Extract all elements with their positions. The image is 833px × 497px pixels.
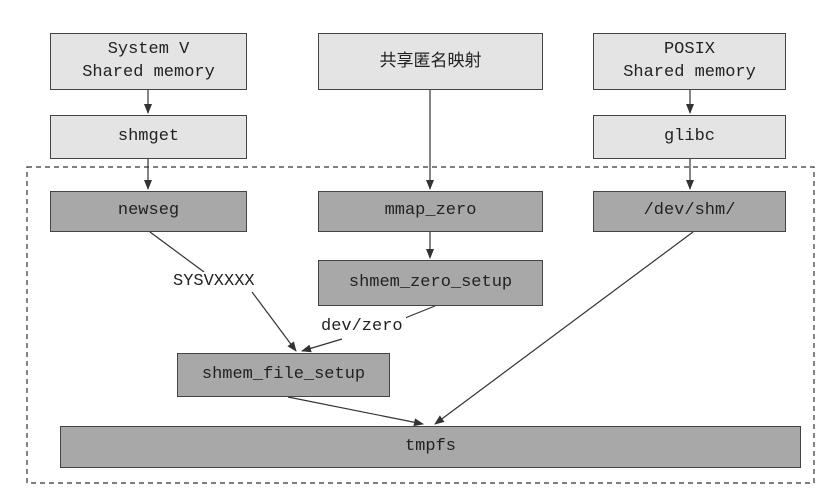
kernel-boundary (26, 166, 815, 484)
dev-zero-label: dev/zero (318, 317, 406, 336)
mmap-zero-box: mmap_zero (318, 191, 543, 232)
arrow-shmem-file-setup-to-tmpfs (287, 396, 424, 427)
sysv-shared-memory-box: System V Shared memory (50, 33, 247, 90)
tmpfs-box: tmpfs (60, 426, 801, 468)
shmget-box: shmget (50, 115, 247, 159)
arrow-devshm-to-tmpfs (434, 231, 694, 425)
arrow-sysvxxxx-to-shmem-file-setup (251, 291, 297, 352)
glibc-box: glibc (593, 115, 786, 159)
line-shmem-zero-setup-to-devzero (404, 305, 436, 319)
posix-shared-memory-box: POSIX Shared memory (593, 33, 786, 90)
sysvxxxx-label: SYSVXXXX (170, 272, 258, 291)
shmem-file-setup-box: shmem_file_setup (177, 353, 390, 397)
anonymous-shared-mapping-box: 共享匿名映射 (318, 33, 543, 90)
shmem-zero-setup-box: shmem_zero_setup (318, 260, 543, 306)
line-newseg-to-sysvxxxx (149, 231, 205, 273)
arrow-devzero-to-shmem-file-setup (301, 338, 343, 353)
newseg-box: newseg (50, 191, 247, 232)
dev-shm-box: /dev/shm/ (593, 191, 786, 232)
